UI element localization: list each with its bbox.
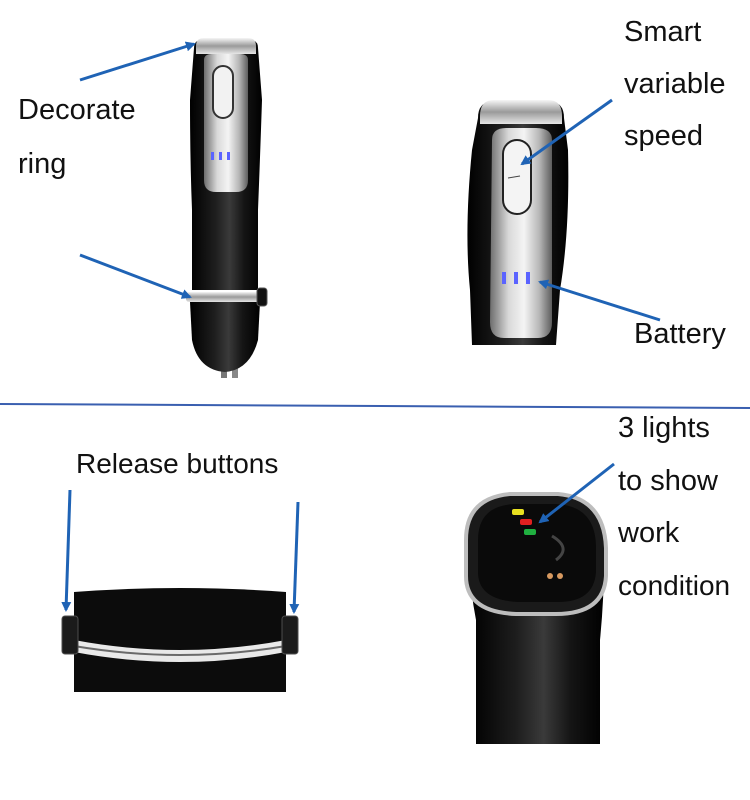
label-decorate-line2: ring: [18, 148, 67, 180]
label-lights-line1: 3 lights: [618, 412, 710, 444]
handle-closeup: [467, 100, 569, 345]
label-lights-line4: condition: [618, 570, 731, 601]
bottom-decorate-ring: [186, 292, 262, 302]
light-green: [524, 529, 536, 535]
arrow-smart-speed: [520, 98, 613, 166]
light-yellow: [512, 509, 524, 515]
arrow-decorate-bottom: [79, 253, 192, 299]
motor-base-closeup: [61, 588, 299, 692]
arrow-release-right: [289, 501, 300, 614]
battery-indicator-closeup: [502, 272, 506, 284]
label-smart-line3: speed: [624, 120, 704, 152]
speed-slider: [212, 65, 234, 119]
arrow-release-left: [61, 489, 72, 612]
arrow-decorate-top: [79, 41, 196, 82]
label-smart-line1: Smart: [624, 16, 702, 48]
label-battery: Battery: [634, 318, 726, 350]
top-lights-closeup: [464, 492, 608, 744]
arrow-lights: [538, 462, 615, 524]
release-button-left: [61, 615, 79, 655]
label-decorate-line1: Decorate: [18, 94, 136, 126]
light-red: [520, 519, 532, 525]
battery-indicator: [211, 152, 214, 160]
label-release-buttons: Release buttons: [76, 448, 279, 479]
blender-full-view: [186, 38, 268, 378]
top-decorate-ring: [196, 38, 256, 54]
label-lights-line3: work: [618, 517, 680, 549]
label-lights-line2: to show: [618, 465, 718, 497]
section-divider: [0, 403, 750, 409]
label-smart-line2: variable: [624, 68, 726, 100]
arrow-battery: [538, 279, 661, 322]
release-button-right: [281, 615, 299, 655]
